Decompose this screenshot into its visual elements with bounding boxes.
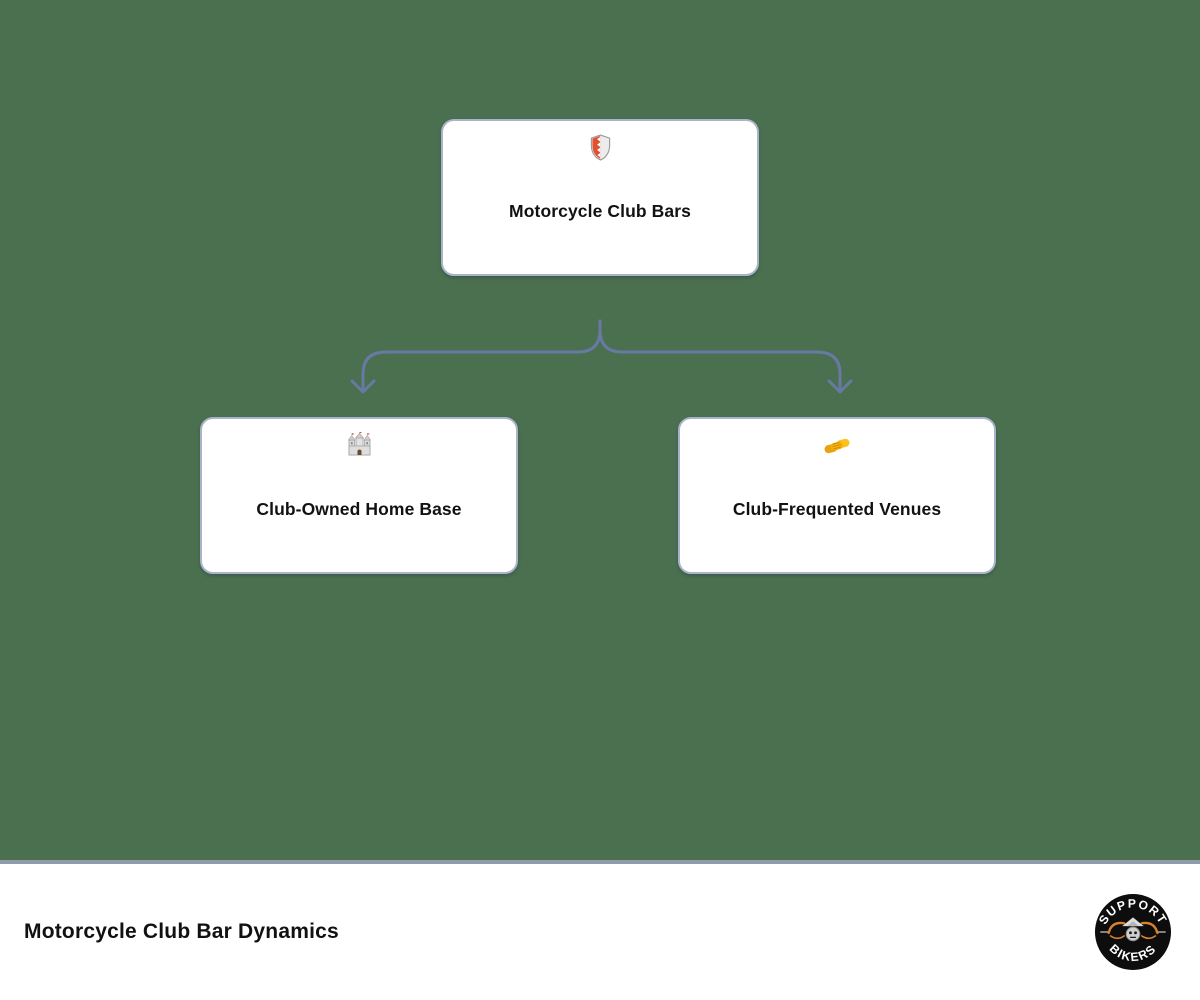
- node-label: Motorcycle Club Bars: [509, 201, 691, 221]
- node-club-frequented-venues: Club-Frequented Venues: [678, 417, 996, 574]
- diagram-title: Motorcycle Club Bar Dynamics: [24, 920, 339, 943]
- castle-icon: [346, 432, 373, 459]
- node-label: Club-Owned Home Base: [256, 499, 462, 519]
- logo-bottom-text: BIKERS: [1107, 941, 1158, 964]
- svg-text:BIKERS: BIKERS: [1107, 941, 1159, 964]
- footer-bar: Motorcycle Club Bar Dynamics: [0, 860, 1200, 1000]
- support-bikers-logo: SUPPORT BIKERS: [1094, 893, 1172, 971]
- arrowhead-left: [350, 379, 376, 394]
- node-label: Club-Frequented Venues: [732, 499, 942, 519]
- node-club-owned-home-base: Club-Owned Home Base: [200, 417, 518, 574]
- handshake-icon: [822, 432, 852, 459]
- edge-root-to-right: [598, 319, 842, 392]
- node-motorcycle-club-bars: Motorcycle Club Bars: [441, 119, 759, 276]
- arrowhead-right: [827, 379, 853, 394]
- edge-root-to-left: [361, 319, 602, 392]
- shield-icon: [589, 134, 612, 161]
